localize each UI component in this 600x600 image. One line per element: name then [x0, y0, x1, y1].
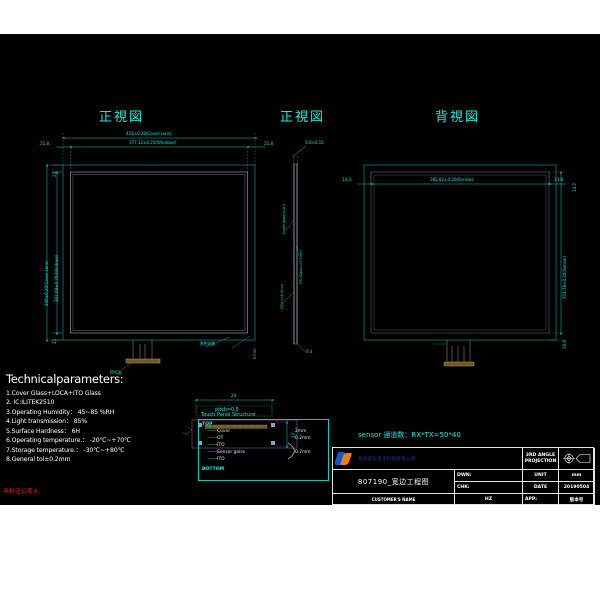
label-corner-radius: R7.00 [252, 348, 257, 359]
dwn-label: DWN: [455, 470, 523, 482]
unit-value[interactable]: mm [559, 470, 595, 482]
structure-top-label: TOP [202, 422, 213, 427]
structure-leader-icon: ——— [207, 443, 218, 448]
tech-param-item: 4.Light transmission： 85% [6, 418, 87, 426]
company-logo-cell: 郑州豪智电子科技有限公司 [333, 448, 523, 470]
dim-side-bottom: 0.3 [306, 349, 313, 354]
date-label: DATE [523, 482, 559, 494]
dim-front-overall-height: 346±0.20(Cover Lens) [44, 260, 49, 306]
customer-name-value[interactable]: HZ [455, 494, 523, 505]
date-value[interactable]: 20190504 [559, 482, 595, 494]
projection-label: 3RD ANGLE PROJECTION [523, 448, 559, 470]
company-name: 郑州豪智电子科技有限公司 [358, 456, 416, 462]
dim-front-right-border: 21.8 [264, 141, 273, 146]
touch-panel-structure-title: Touch Panel Structure [201, 412, 256, 418]
chk-label: CHK: [455, 482, 523, 494]
dim-fpc-pitch: pitch=0.5 [215, 407, 239, 413]
tech-param-item: 7.Storage temperature.： -30℃~+80℃ [6, 446, 125, 454]
sensor-channel-note: sensor 通道数：RX*TX=50*40 [358, 431, 461, 439]
label-oca: OCA t=0.3mm [280, 284, 284, 309]
structure-leader-icon: ——— [207, 436, 218, 441]
brace-icon [287, 442, 296, 460]
label-ito-glass: ITO Glass t=0.7mm [299, 250, 303, 284]
structure-bottom-label: BOTTOM [202, 467, 225, 472]
technical-parameters-block: Technicalparameters: 1.Cover Glass+LOCA+… [6, 372, 216, 464]
tech-param-item: 8.General tol±0.2mm [6, 455, 71, 463]
structure-leader-icon: ——— [207, 450, 218, 455]
side-view-heading: 正視図 [280, 110, 326, 125]
dim-front-window-width: 377.32±0.20(Windows) [129, 140, 177, 145]
cad-canvas[interactable]: 正視図 正視図 背視図 421±0.20(Cover Lens) 377.32±… [0, 34, 600, 505]
label-cover-glass: Cover glass t=2.0 [282, 203, 286, 234]
projection-symbol-icon [562, 452, 590, 465]
dim-front-left-border: 21.8 [40, 141, 49, 146]
dim-front-bottom-border: 21 [52, 338, 57, 344]
technical-parameters-list: 1.Cover Glass+LOCA+ITO Glass 2. IC:ILITE… [6, 389, 216, 464]
dim-back-top-border: 14.2 [572, 183, 577, 192]
dim-front-window-height: 302.08±0.20(Windows) [54, 254, 59, 302]
unit-label: UNIT [523, 470, 559, 482]
app-label: APP: [523, 494, 559, 505]
label-fpc-face: FPC面 [110, 370, 122, 375]
back-view-heading: 背視図 [435, 110, 481, 125]
structure-leader-icon: ——— [207, 457, 218, 462]
drawing-name: 807190_宽边工程图 [333, 470, 455, 494]
structure-leader-icon: ——— [207, 429, 218, 434]
tech-param-item: 1.Cover Glass+LOCA+ITO Glass [6, 390, 101, 397]
dim-back-sensor-height: 321.78±0.20(Sensor) [562, 255, 567, 299]
tech-param-item: 2. IC:ILITEK2510 [6, 399, 55, 407]
dim-back-left-border: 14.3 [342, 177, 351, 182]
tech-param-item: 3.Operating Humidity： 45~85 %RH [6, 408, 115, 416]
structure-layer-name: OT [217, 436, 224, 441]
structure-layer-name: Cover [217, 429, 231, 434]
third-angle-projection-symbol [559, 448, 595, 470]
structure-layer-value: 0.2mm [295, 436, 311, 441]
tech-param-item: 6.Operating temperature.： -20℃~+70℃ [6, 437, 131, 445]
dim-fpc-pin-count: 24 [231, 393, 237, 398]
tolerance-note: 未标注公差± [3, 488, 39, 495]
label-black-ink: 黑色油墨 [200, 341, 215, 346]
dim-back-right-border: 13.8 [554, 177, 563, 182]
technical-parameters-title: Technicalparameters: [6, 372, 124, 386]
dim-back-sensor-width: 382.82±0.20(Sensor) [430, 177, 474, 182]
structure-layer-value: 0.7mm [295, 450, 311, 455]
customer-name-label: CUSTOMER'S NAME [333, 494, 455, 505]
company-logo-icon [333, 451, 355, 466]
touch-panel-structure-box: Touch Panel Structure TOP ———Cover 2mm —… [198, 412, 329, 481]
tech-param-item: 5.Surface Hardness： 6H [6, 427, 80, 435]
version-label: 版本号 [559, 494, 595, 505]
structure-layer-value: 2mm [295, 429, 307, 434]
title-block[interactable]: 郑州豪智电子科技有限公司 3RD ANGLE PROJECTION [332, 447, 595, 505]
dim-side-thickness: 3.0±0.15 [305, 140, 324, 145]
structure-layer-name: ITO [217, 457, 225, 462]
dim-front-top-border: 21 [52, 171, 57, 177]
projection-label-line1: 3RD ANGLE [525, 453, 556, 459]
dim-back-bottom-border: 10.6 [562, 340, 567, 349]
structure-layer-name: ITO [217, 443, 225, 448]
structure-layer-name: Sensor galss [217, 450, 245, 455]
dim-front-overall-width: 421±0.20(Cover Lens) [126, 131, 172, 136]
front-view-heading: 正視図 [99, 110, 145, 125]
projection-label-line2: PROJECTION [524, 458, 557, 464]
